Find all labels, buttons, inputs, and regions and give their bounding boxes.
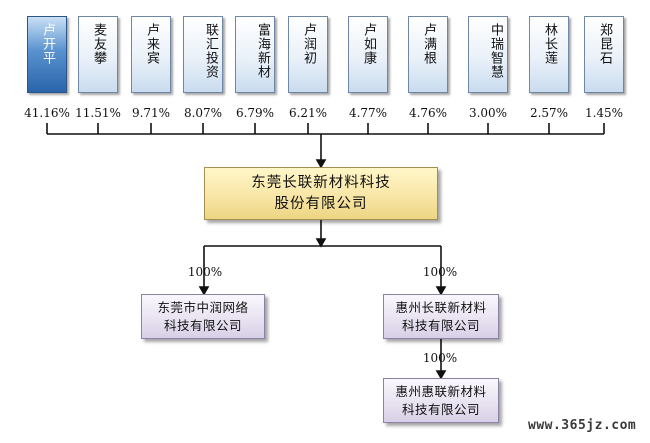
arrow-to-sub3 [435,370,447,380]
subsidiary-zhongrun-box: 东莞市中润网络 科技有限公司 [141,294,265,339]
shareholder-name: 卢润初 [301,23,316,65]
subsidiary-name-line1: 惠州长联新材料 [395,300,487,315]
shareholder-percentage: 3.00% [468,106,508,120]
shareholder-name: 联汇投资 [203,23,218,79]
shareholder-name: 卢满根 [421,23,436,65]
shareholder-percentage: 6.21% [288,106,328,120]
shareholder-box: 中瑞智慧 [468,16,508,93]
subsidiary-huizhou-changlian-box: 惠州长联新材料 科技有限公司 [383,294,499,339]
shareholder-box: 卢如康 [348,16,388,93]
parent-company-box: 东莞长联新材料科技 股份有限公司 [204,167,438,220]
shareholder-box: 郑昆石 [584,16,624,93]
edge-percentage-sub3: 100% [422,351,458,365]
subsidiary-name-line1: 东莞市中润网络 [157,300,249,315]
shareholder-percentage: 11.51% [75,106,121,120]
shareholder-box: 卢来宾 [131,16,171,93]
arrow-to-sub2 [435,286,447,296]
shareholder-box: 卢满根 [408,16,448,93]
subsidiary-name-line2: 科技有限公司 [401,318,480,333]
shareholder-percentage: 4.76% [408,106,448,120]
subsidiary-huizhou-huilian-box: 惠州惠联新材料 科技有限公司 [383,378,499,423]
shareholder-name: 麦友攀 [91,23,106,65]
shareholder-box: 林长莲 [529,16,569,93]
subsidiary-name-line2: 科技有限公司 [163,318,242,333]
shareholder-percentage: 41.16% [24,106,70,120]
shareholder-box: 卢润初 [288,16,328,93]
shareholder-name: 卢如康 [361,23,376,65]
watermark: www.365jz.com [528,418,637,433]
shareholder-name: 中瑞智慧 [488,23,503,79]
arrow-to-parent [315,159,327,169]
shareholder-name: 林长莲 [542,23,557,65]
shareholder-percentage: 2.57% [529,106,569,120]
arrow-parent-down [315,238,327,248]
shareholder-box: 麦友攀 [78,16,118,93]
arrow-to-sub1 [198,286,210,296]
shareholder-name: 郑昆石 [597,23,612,65]
shareholder-percentage: 8.07% [183,106,223,120]
subsidiary-name-line1: 惠州惠联新材料 [395,384,487,399]
shareholder-percentage: 1.45% [584,106,624,120]
shareholder-box: 联汇投资 [183,16,223,93]
shareholder-name: 富海新材 [255,23,270,79]
shareholder-percentage: 6.79% [235,106,275,120]
shareholder-percentage: 9.71% [131,106,171,120]
shareholder-box: 卢开平 [27,16,67,93]
edge-percentage-sub2: 100% [422,265,458,279]
shareholder-name: 卢开平 [40,23,55,65]
subsidiary-name-line2: 科技有限公司 [401,402,480,417]
shareholder-percentage: 4.77% [348,106,388,120]
shareholder-name: 卢来宾 [144,23,159,65]
edge-percentage-sub1: 100% [187,265,223,279]
parent-company-name-line1: 东莞长联新材料科技 [251,175,391,191]
shareholder-box: 富海新材 [235,16,275,93]
parent-company-name-line2: 股份有限公司 [274,196,368,212]
